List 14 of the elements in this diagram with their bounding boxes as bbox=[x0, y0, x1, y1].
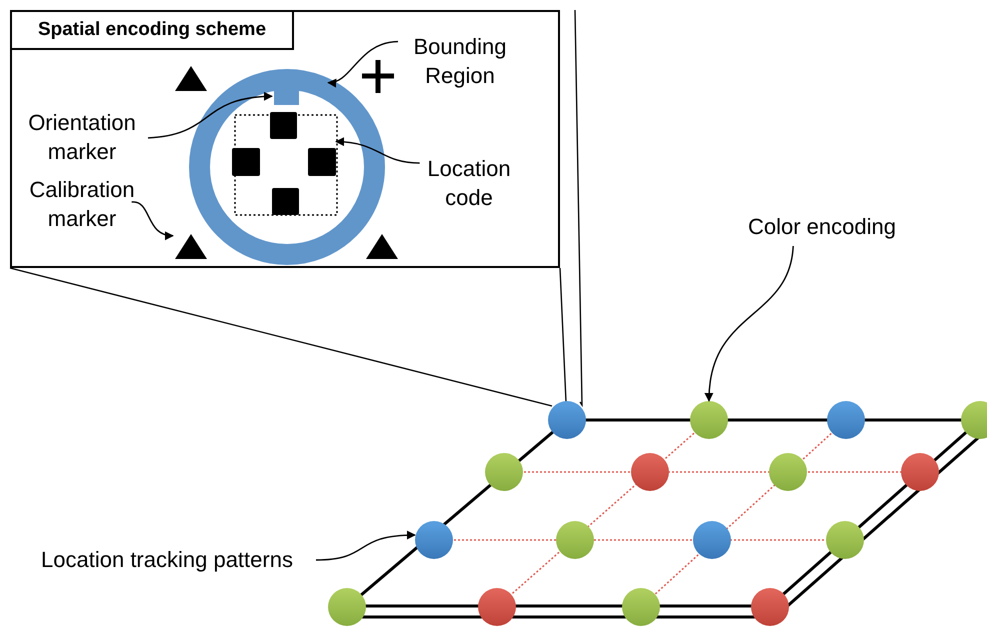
panel-title: Spatial encoding scheme bbox=[12, 12, 294, 50]
leader-arrow bbox=[327, 40, 398, 86]
leader-arrow bbox=[132, 201, 174, 240]
callout-label: Color encoding bbox=[747, 213, 897, 241]
leader-arrow bbox=[335, 138, 420, 164]
callout-label: Location code bbox=[426, 155, 512, 212]
leader-arrow bbox=[705, 246, 794, 402]
leader-arrow bbox=[316, 530, 416, 561]
callout-label: Location tracking patterns bbox=[40, 546, 294, 574]
callout-label: Orientation marker bbox=[27, 109, 137, 166]
leader-arrow bbox=[148, 92, 273, 139]
inset-panel bbox=[10, 10, 560, 268]
callout-label: Bounding Region bbox=[412, 33, 508, 90]
callout-label: Calibration marker bbox=[28, 176, 136, 233]
